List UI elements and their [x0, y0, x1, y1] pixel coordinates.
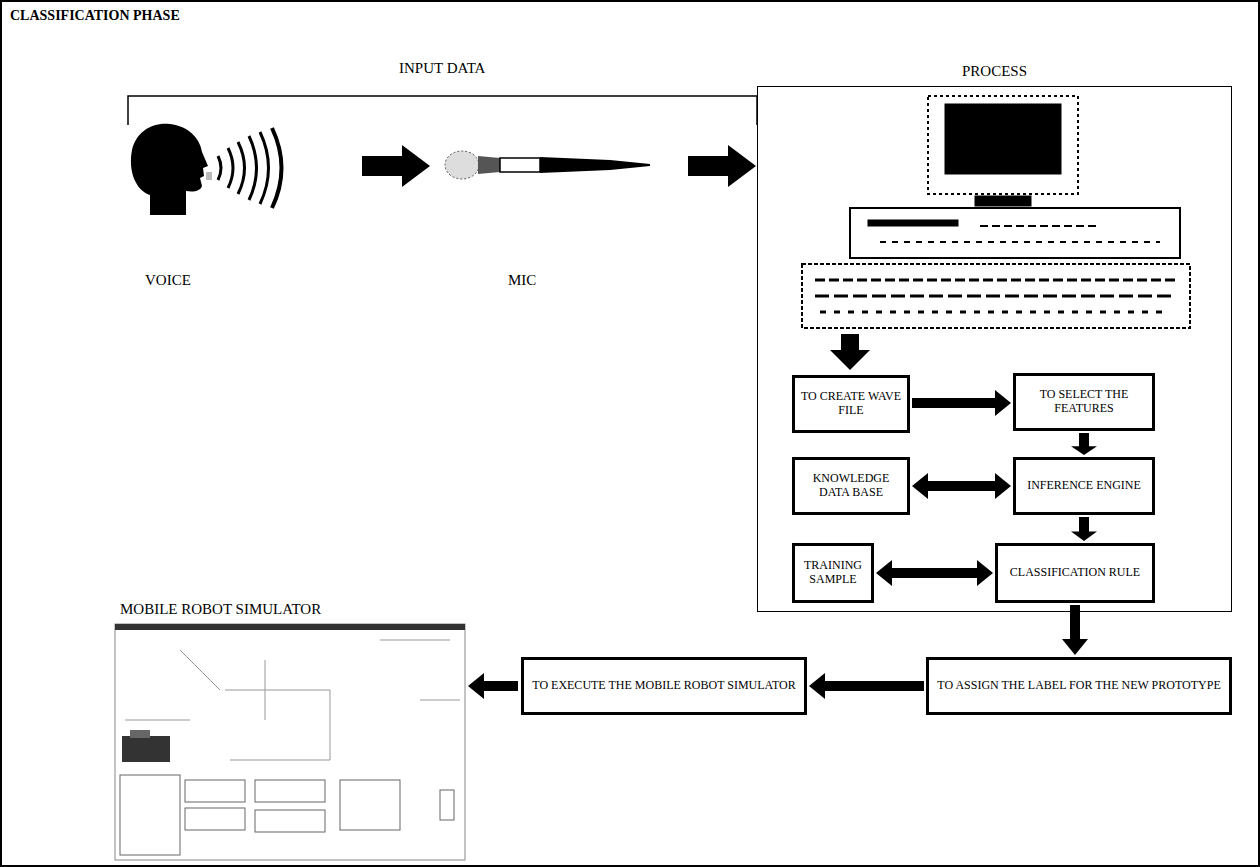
mouth-mark: [206, 172, 212, 180]
block-arrow: [912, 390, 1011, 416]
microphone: [445, 151, 650, 179]
process-box: KNOWLEDGE DATA BASE: [792, 457, 910, 515]
box-text: TO SELECT THE FEATURES: [1022, 388, 1146, 416]
input-bracket: [128, 96, 757, 125]
process-box: TO CREATE WAVE FILE: [792, 375, 910, 433]
process-group: PROCESS TO CREATE WAVE FILE TO SELECT THE …: [757, 60, 1232, 612]
process-box: TO EXECUTE THE MOBILE ROBOT SIMULATOR: [521, 657, 807, 715]
sound-waves: [218, 128, 282, 208]
computer: [802, 96, 1190, 328]
box-text: TRAINING SAMPLE: [801, 559, 865, 587]
process-frame: [757, 86, 1232, 612]
block-arrow: [1062, 605, 1088, 655]
block-arrow: [468, 673, 518, 699]
process-box: INFERENCE ENGINE: [1013, 457, 1155, 515]
box-text: INFERENCE ENGINE: [1027, 479, 1141, 493]
group-heading: PROCESS: [757, 60, 1232, 86]
icon-label: MIC: [506, 272, 538, 289]
box-text: TO EXECUTE THE MOBILE ROBOT SIMULATOR: [532, 679, 795, 693]
head-silhouette: [131, 124, 208, 215]
icon-label: VOICE: [143, 272, 193, 289]
block-arrow: [830, 334, 870, 370]
process-box: TRAINING SAMPLE: [792, 543, 874, 603]
robot-simulator-screen: [115, 624, 465, 860]
block-arrow: [1071, 433, 1097, 455]
screen-label: MOBILE ROBOT SIMULATOR: [118, 601, 323, 618]
block-arrow: [688, 145, 756, 187]
process-box: CLASSIFICATION RULE: [995, 543, 1155, 603]
box-text: CLASSIFICATION RULE: [1010, 566, 1140, 580]
block-arrow: [809, 673, 924, 699]
block-arrow: [1071, 517, 1097, 541]
block-arrow: [912, 473, 1011, 499]
block-arrow: [362, 145, 430, 187]
box-text: KNOWLEDGE DATA BASE: [801, 472, 901, 500]
section-label: INPUT DATA: [397, 60, 487, 77]
box-text: TO CREATE WAVE FILE: [801, 390, 901, 418]
process-box: TO SELECT THE FEATURES: [1013, 373, 1155, 431]
process-box: TO ASSIGN THE LABEL FOR THE NEW PROTOTYP…: [926, 657, 1232, 715]
block-arrow: [876, 560, 993, 586]
diagram-title: CLASSIFICATION PHASE: [10, 8, 180, 24]
box-text: TO ASSIGN THE LABEL FOR THE NEW PROTOTYP…: [937, 679, 1220, 693]
